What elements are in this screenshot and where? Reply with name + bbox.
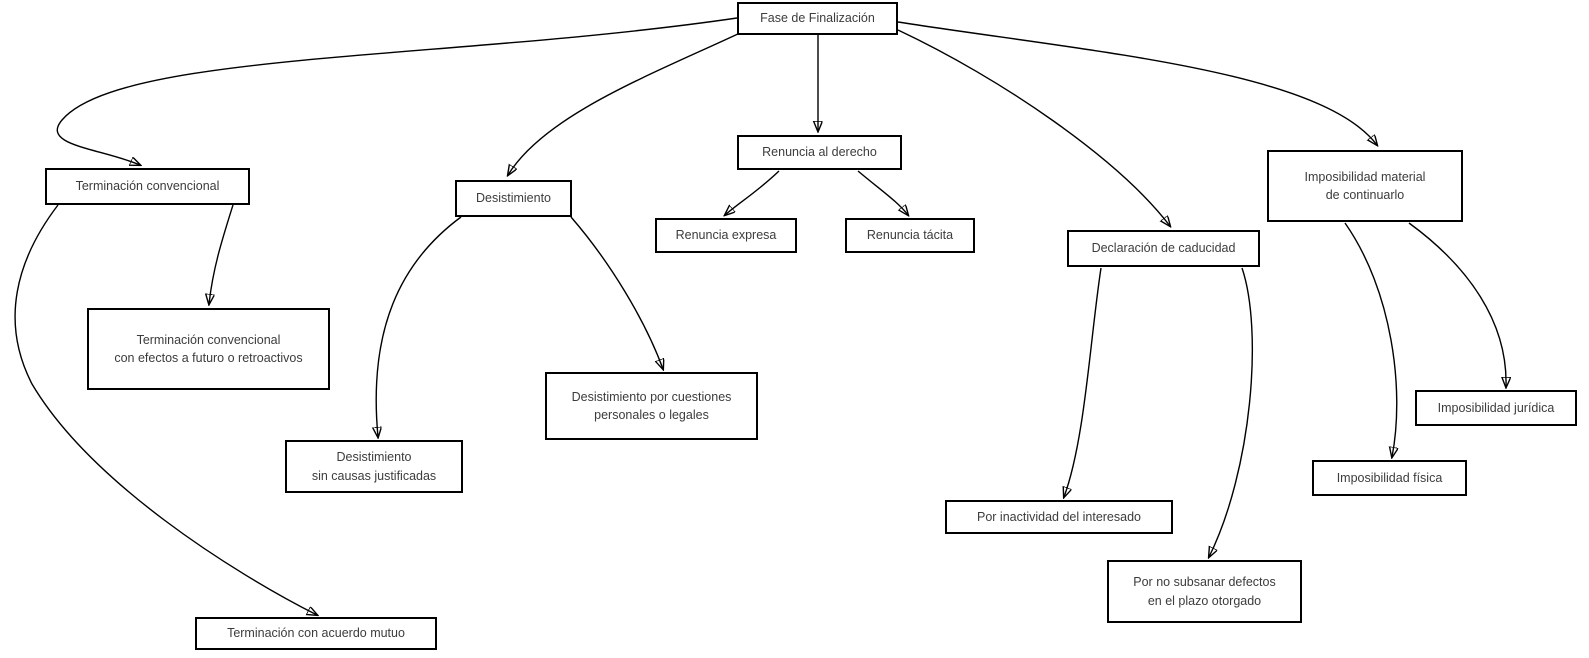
node-desistimiento[interactable]: Desistimiento [455, 180, 572, 217]
edge-renuncia-to-expresa [725, 170, 780, 215]
edge-imposibilidad-to-juridica [1408, 222, 1506, 387]
edge-fase-to-terminacion-convencional [56, 17, 738, 165]
node-label: Por no subsanar defectos en el plazo oto… [1133, 575, 1276, 608]
edge-terminacion-to-acuerdo-mutuo [14, 204, 317, 615]
edge-desistimiento-to-por-cuestiones [570, 216, 663, 369]
edge-fase-to-declaracion-de-caducidad [897, 29, 1170, 226]
node-por-no-subsanar[interactable]: Por no subsanar defectos en el plazo oto… [1107, 560, 1302, 623]
node-label: Renuncia tácita [866, 228, 954, 243]
edge-declaracion-to-no-subsanar [1209, 267, 1254, 557]
edge-renuncia-to-tacita [857, 170, 908, 215]
node-label: Terminación con acuerdo mutuo [227, 626, 405, 641]
node-declaracion-de-caducidad[interactable]: Declaración de caducidad [1067, 230, 1260, 267]
node-label: Desistimiento [475, 191, 552, 206]
node-renuncia-expresa[interactable]: Renuncia expresa [655, 218, 797, 253]
node-por-inactividad[interactable]: Por inactividad del interesado [945, 500, 1173, 534]
node-fase-de-finalizacion[interactable]: Fase de Finalización [737, 2, 898, 35]
edge-fase-to-desistimiento [508, 32, 741, 175]
node-renuncia-tacita[interactable]: Renuncia tácita [845, 218, 975, 253]
node-renuncia-al-derecho[interactable]: Renuncia al derecho [737, 135, 902, 170]
node-label: Renuncia expresa [675, 228, 777, 243]
edge-declaracion-to-inactividad [1064, 267, 1102, 497]
node-label: Desistimiento por cuestiones personales … [571, 389, 732, 422]
node-desistimiento-por-cuestiones[interactable]: Desistimiento por cuestiones personales … [545, 372, 758, 440]
node-label: Declaración de caducidad [1091, 241, 1236, 256]
edge-desistimiento-to-sin-causas [376, 216, 462, 437]
node-label: Terminación convencional [75, 179, 220, 194]
node-label: Desistimiento sin causas justificadas [311, 450, 437, 483]
node-terminacion-convencional[interactable]: Terminación convencional [45, 168, 250, 205]
node-imposibilidad-material[interactable]: Imposibilidad material de continuarlo [1267, 150, 1463, 222]
node-terminacion-convencional-con-efectos[interactable]: Terminación convencional con efectos a f… [87, 308, 330, 390]
node-label: Terminación convencional con efectos a f… [114, 332, 303, 365]
node-desistimiento-sin-causas[interactable]: Desistimiento sin causas justificadas [285, 440, 463, 493]
edge-fase-to-imposibilidad-material [897, 21, 1377, 145]
node-imposibilidad-fisica[interactable]: Imposibilidad física [1312, 460, 1467, 496]
node-label: Imposibilidad física [1336, 470, 1443, 485]
edge-imposibilidad-to-fisica [1344, 222, 1397, 457]
node-label: Imposibilidad material de continuarlo [1304, 169, 1426, 202]
node-label: Renuncia al derecho [762, 145, 877, 160]
node-imposibilidad-juridica[interactable]: Imposibilidad jurídica [1415, 390, 1577, 426]
node-label: Imposibilidad jurídica [1437, 400, 1555, 415]
node-label: Fase de Finalización [760, 11, 875, 26]
edge-terminacion-to-efectos [209, 204, 234, 304]
node-terminacion-con-acuerdo-mutuo[interactable]: Terminación con acuerdo mutuo [195, 617, 437, 650]
node-label: Por inactividad del interesado [977, 509, 1141, 524]
